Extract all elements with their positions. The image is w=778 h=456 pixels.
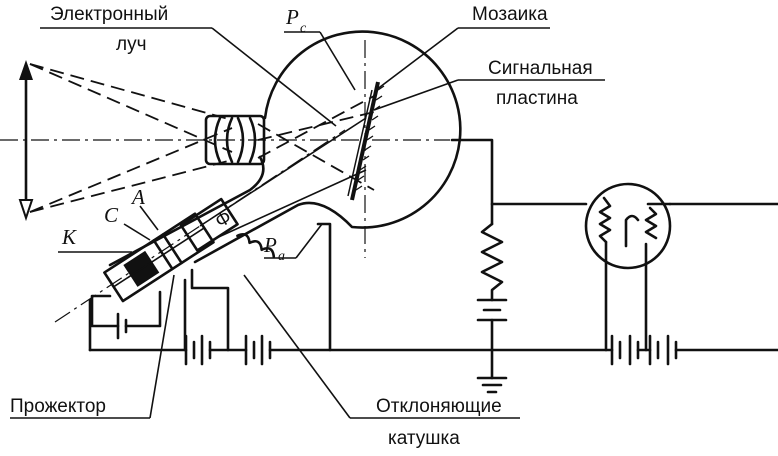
leader-lines (10, 27, 605, 419)
label-signal-plate-1: Сигнальная (488, 58, 593, 79)
label-projector: Прожектор (10, 396, 106, 417)
label-mosaic: Мозаика (472, 4, 548, 25)
signal-output (450, 138, 588, 394)
label-a: A (130, 185, 145, 209)
object-arrow (18, 60, 34, 222)
label-c: C (104, 203, 119, 227)
label-pc-sub: c (300, 21, 307, 36)
label-deflecting-2: катушка (388, 428, 460, 449)
tube-axis (54, 129, 346, 323)
label-deflecting-1: Отклоняющие (376, 396, 502, 417)
heater-circuit (90, 290, 162, 340)
deflecting-coil (236, 233, 276, 259)
bottom-bus (88, 222, 778, 366)
label-pc: P (285, 5, 299, 29)
label-pa-sub: a (278, 249, 285, 264)
label-electron-beam-2: луч (116, 34, 147, 55)
label-electron-beam-1: Электронный (50, 4, 168, 25)
tube-envelope (108, 30, 462, 267)
light-rays (29, 63, 375, 213)
electron-gun (103, 197, 239, 303)
label-k: K (61, 225, 77, 249)
amplifier-tube (584, 182, 778, 352)
objective-lens (204, 114, 266, 166)
mosaic-plate (347, 81, 385, 201)
label-pa: P (263, 233, 277, 257)
label-signal-plate-2: пластина (496, 88, 578, 109)
